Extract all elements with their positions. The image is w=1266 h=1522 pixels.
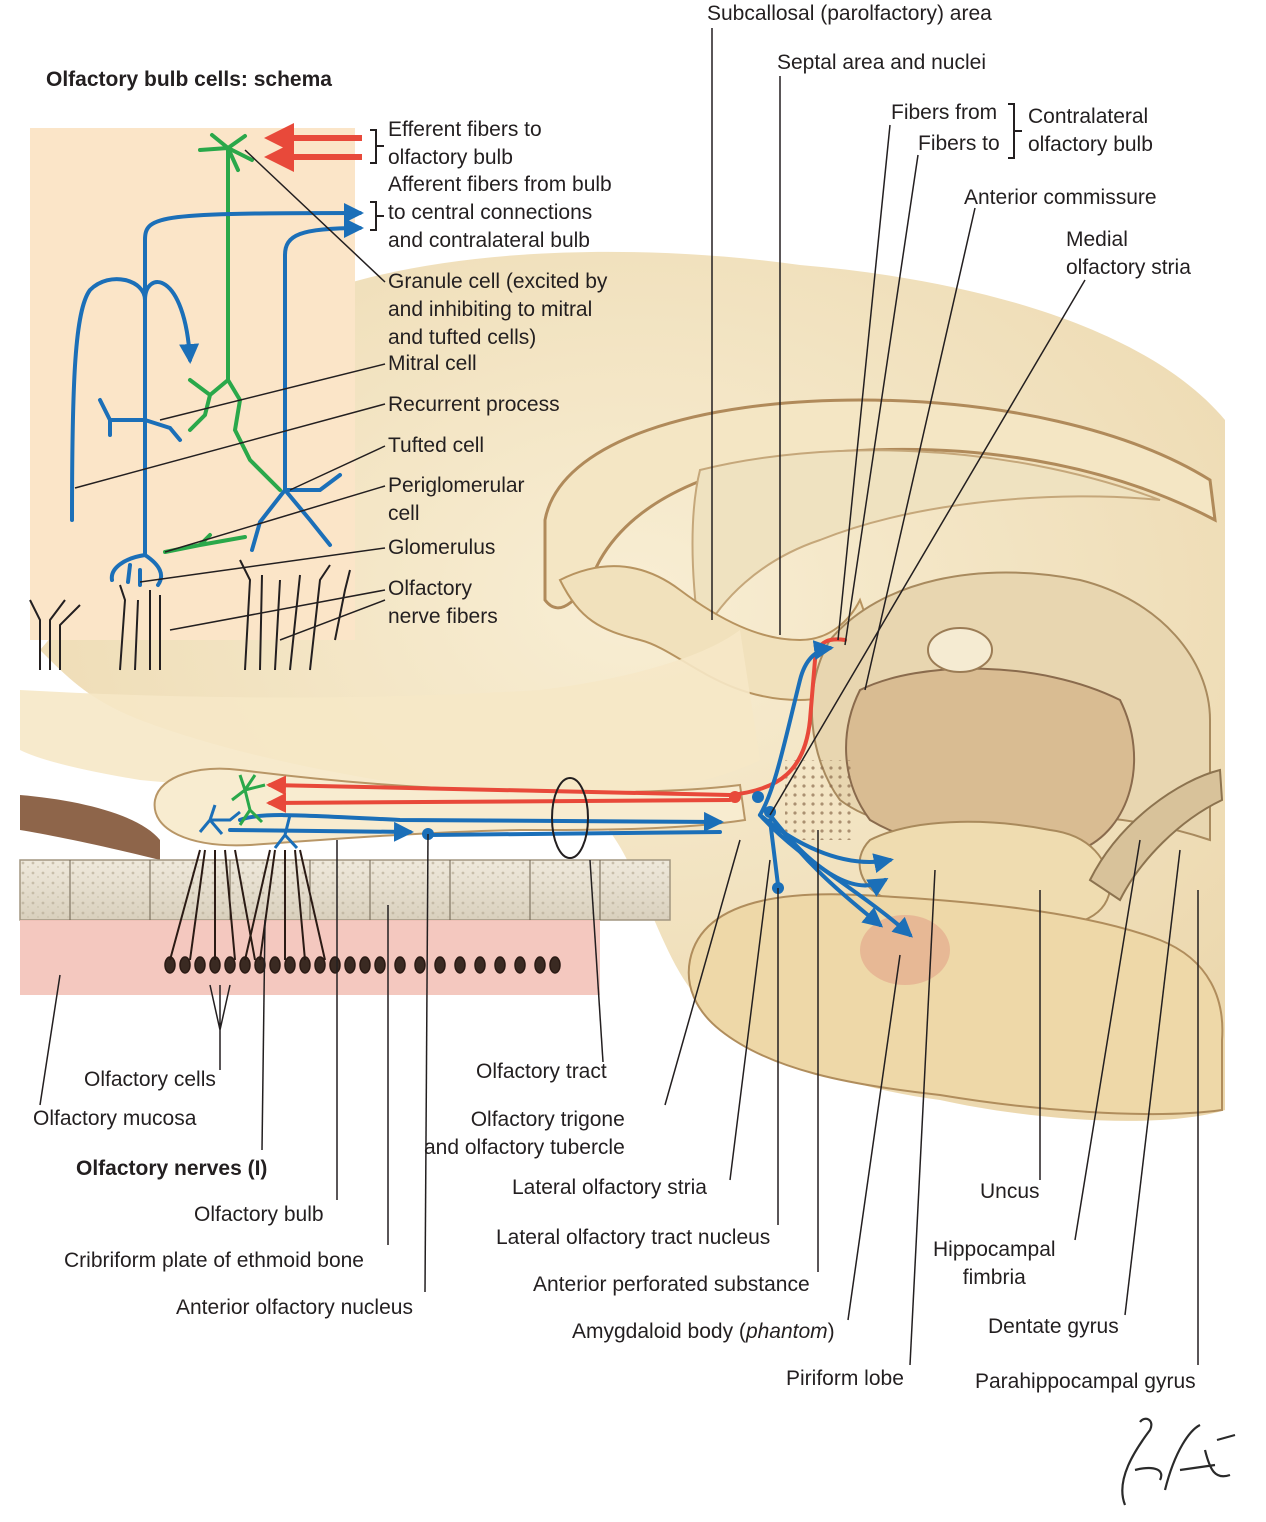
frontal-lobe-underside [20,630,760,800]
amygdaloid-prefix: Amygdaloid body ( [572,1320,746,1343]
label-olfactory-tract: Olfactory tract [476,1060,607,1083]
label-olfactory-bulb: Olfactory bulb [194,1203,324,1226]
schema-efferent-arrows [264,123,362,172]
label-subcallosal-area: Subcallosal (parolfactory) area [707,2,992,25]
label-hippocampal-fimbria: Hippocampal fimbria [933,1238,1056,1289]
label-uncus: Uncus [980,1180,1040,1203]
olfactory-base [19,630,760,995]
label-medial-olfactory-stria: Medial olfactory stria [1066,228,1191,279]
label-anterior-perforated-substance: Anterior perforated substance [533,1273,810,1296]
label-granule-cell: Granule cell (excited by and inhibiting … [388,270,608,349]
schema-title: Olfactory bulb cells: schema [46,68,332,91]
afferent-pathways [228,640,913,938]
olfactory-tract-ring [551,777,589,859]
label-olfactory-trigone: Olfactory trigone and olfactory tubercle [424,1108,625,1159]
amygdaloid-body [860,915,950,985]
label-lateral-olfactory-stria: Lateral olfactory stria [512,1176,707,1199]
label-recurrent-process: Recurrent process [388,393,560,416]
label-lateral-olfactory-tract-nucleus: Lateral olfactory tract nucleus [496,1226,771,1249]
label-contralateral-bulb: Contralateral olfactory bulb [1028,105,1153,156]
label-amygdaloid-body: Amygdaloid body (phantom) [572,1318,835,1346]
amygdaloid-italic: phantom [745,1320,828,1343]
label-efferent-fibers: Efferent fibers to olfactory bulb [388,118,542,169]
anterior-commissure-section [927,627,993,673]
amygdaloid-suffix: ) [827,1320,835,1343]
label-piriform-lobe: Piriform lobe [786,1367,904,1390]
label-parahippocampal-gyrus: Parahippocampal gyrus [975,1370,1196,1393]
bulb-cells [198,774,299,850]
label-anterior-commissure: Anterior commissure [964,186,1157,209]
receptor-fibers [169,849,326,961]
schema-nerve-fibers [29,559,351,671]
leader-lines [39,28,1199,1366]
label-olfactory-cells: Olfactory cells [84,1068,216,1091]
label-cribriform-plate: Cribriform plate of ethmoid bone [64,1249,364,1272]
label-periglomerular-cell: Periglomerular cell [388,474,525,525]
netter-signature [1121,1417,1236,1506]
label-anterior-olfactory-nucleus: Anterior olfactory nucleus [176,1296,413,1319]
label-mitral-cell: Mitral cell [388,352,477,375]
schema-brackets [370,103,1022,231]
perforated-substance [785,760,855,840]
olfactory-mucosa-shape [20,920,600,995]
label-olfactory-nerves: Olfactory nerves (I) [76,1157,268,1180]
schema-cells [70,133,364,587]
label-fibers-to: Fibers to [918,132,1000,155]
label-afferent-fibers: Afferent fibers from bulb to central con… [388,173,612,252]
label-dentate-gyrus: Dentate gyrus [988,1315,1119,1338]
label-glomerulus: Glomerulus [388,536,496,559]
olfactory-bulb-shape [153,767,747,847]
label-olfactory-nerve-fibers: Olfactory nerve fibers [388,577,498,628]
olfactory-receptor-cells [164,956,561,974]
label-olfactory-mucosa: Olfactory mucosa [33,1107,197,1130]
hippocampal-fimbria-band [1088,768,1224,902]
label-septal-area: Septal area and nuclei [777,51,986,74]
label-tufted-cell: Tufted cell [388,434,485,457]
dura-layer [20,795,160,860]
label-fibers-from: Fibers from [891,101,998,124]
